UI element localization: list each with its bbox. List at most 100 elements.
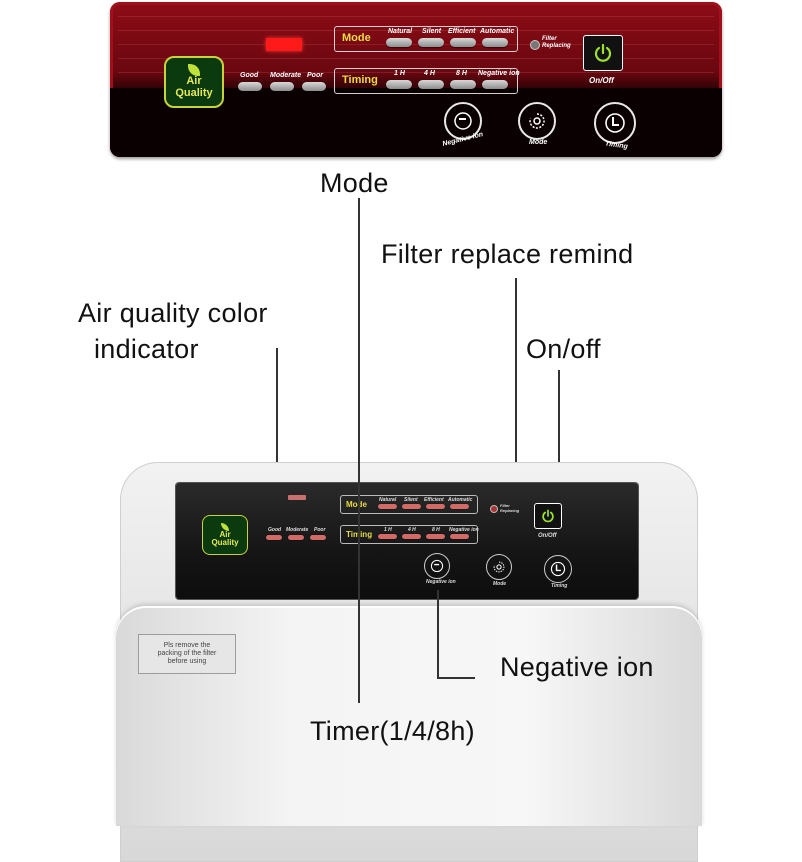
device-filter-label-1: Filter [500, 503, 510, 508]
device-logo-quality: Quality [211, 538, 239, 547]
aq-label-poor: Poor [307, 72, 323, 79]
device-timing-negative-ion: Negative ion [449, 527, 479, 533]
device-mode-automatic: Automatic [448, 497, 473, 503]
callout-air-quality-line1: Air quality color [78, 298, 268, 328]
device-aq-indicator-poor [310, 535, 326, 540]
aq-label-good: Good [240, 72, 259, 79]
device-mode-efficient: Efficient [424, 497, 444, 503]
device-mode-indicator-1 [378, 504, 397, 509]
negative-ion-icon [454, 112, 472, 130]
aq-label-moderate: Moderate [270, 72, 302, 79]
mode-indicator-efficient [450, 38, 476, 47]
device-mode-silent: Silent [404, 497, 418, 503]
timing-indicator-4h [418, 80, 444, 89]
timing-indicator-negative-ion [482, 80, 508, 89]
device-aq-moderate: Moderate [286, 527, 309, 533]
mode-group [334, 26, 518, 52]
device-aq-poor: Poor [314, 527, 326, 533]
device-negative-ion-button[interactable] [424, 553, 450, 579]
onoff-callout-line [558, 370, 560, 462]
timing-label-1h: 1 H [394, 70, 405, 77]
device-power-label: On/Off [538, 533, 557, 539]
air-quality-callout-line [276, 348, 278, 462]
red-display [266, 38, 302, 51]
aq-indicator-moderate [270, 82, 294, 91]
timing-indicator-8h [450, 80, 476, 89]
device-filter-led-icon [490, 505, 498, 513]
negative-ion-callout-line-h [437, 677, 475, 679]
timing-label-4h: 4 H [424, 70, 435, 77]
device-timing-1h: 1 H [384, 527, 392, 533]
device-display [288, 495, 306, 500]
timing-label-negative-ion: Negative ion [478, 70, 520, 77]
device-timing-indicator-4 [450, 534, 469, 539]
device-mode-button[interactable] [486, 554, 512, 580]
mode-label-silent: Silent [422, 28, 442, 35]
negative-ion-button[interactable] [444, 102, 482, 140]
callout-timer: Timer(1/4/8h) [310, 716, 475, 746]
device-timing-indicator-2 [402, 534, 421, 539]
device-timing-button[interactable] [544, 555, 572, 583]
mode-title: Mode [342, 32, 371, 44]
logo-text-air: Air [186, 75, 202, 88]
device-mode-title: Mode [346, 500, 367, 509]
device-clock-icon [550, 561, 566, 577]
device-timing-indicator-1 [378, 534, 397, 539]
warning-sticker: Pls remove the packing of the filter bef… [138, 634, 236, 674]
fan-icon [529, 113, 545, 129]
sticker-line-3: before using [167, 658, 207, 665]
mode-button-label: Mode [529, 139, 548, 146]
callout-air-quality-line2: indicator [94, 334, 199, 364]
timing-title: Timing [342, 74, 378, 86]
device-mode-group [340, 495, 478, 514]
filter-led-icon [530, 40, 540, 50]
mode-label-natural: Natural [388, 28, 413, 35]
device-timing-indicator-3 [426, 534, 445, 539]
aq-indicator-poor [302, 82, 326, 91]
filter-label-1: Filter [542, 36, 557, 42]
timing-button[interactable] [594, 102, 636, 144]
leaf-icon [188, 64, 200, 77]
clock-icon [605, 113, 625, 133]
filter-callout-line [515, 278, 517, 462]
device-leaf-icon [221, 522, 229, 531]
device-logo-air: Air [219, 529, 231, 539]
power-icon [594, 43, 612, 62]
mode-indicator-automatic [482, 38, 508, 47]
mode-indicator-natural [386, 38, 412, 47]
mode-label-automatic: Automatic [480, 28, 515, 35]
logo-text-quality: Quality [175, 87, 213, 99]
device-mode-indicator-4 [450, 504, 469, 509]
mode-label-efficient: Efficient [448, 28, 476, 35]
timing-label-8h: 8 H [456, 70, 467, 77]
mode-button[interactable] [518, 102, 556, 140]
device-mode-indicator-3 [426, 504, 445, 509]
timing-indicator-1h [386, 80, 412, 89]
mode-callout-line [358, 198, 360, 703]
device-timing-label: Timing [551, 583, 568, 589]
callout-filter-replace: Filter replace remind [381, 239, 634, 269]
device-timing-8h: 8 H [432, 527, 440, 533]
callout-negative-ion: Negative ion [500, 652, 654, 682]
control-panel-closeup: Air Quality Good Moderate Poor Mode Natu… [110, 2, 722, 157]
aq-indicator-good [238, 82, 262, 91]
device-aq-indicator-moderate [288, 535, 304, 540]
device-mode-label: Mode [493, 581, 507, 587]
device-mode-natural: Natural [379, 497, 397, 503]
device-power-button[interactable] [534, 503, 562, 529]
power-button[interactable] [583, 35, 623, 71]
filter-label-2: Replacing [542, 43, 571, 49]
device-negative-ion-icon [430, 559, 444, 573]
mode-indicator-silent [418, 38, 444, 47]
device-power-icon [542, 509, 554, 523]
device-control-panel: Air Quality Good Moderate Poor Mode Natu… [176, 483, 638, 599]
sticker-line-2: packing of the filter [157, 650, 217, 657]
device-timing-4h: 4 H [408, 527, 416, 533]
device-mode-indicator-2 [402, 504, 421, 509]
sticker-line-1: Pls remove the [163, 642, 211, 649]
device-aq-good: Good [268, 527, 282, 533]
timing-group [334, 68, 518, 94]
device-fan-icon [493, 561, 505, 573]
callout-mode: Mode [320, 168, 389, 198]
device-filter-label-2: Replacing [500, 508, 520, 513]
